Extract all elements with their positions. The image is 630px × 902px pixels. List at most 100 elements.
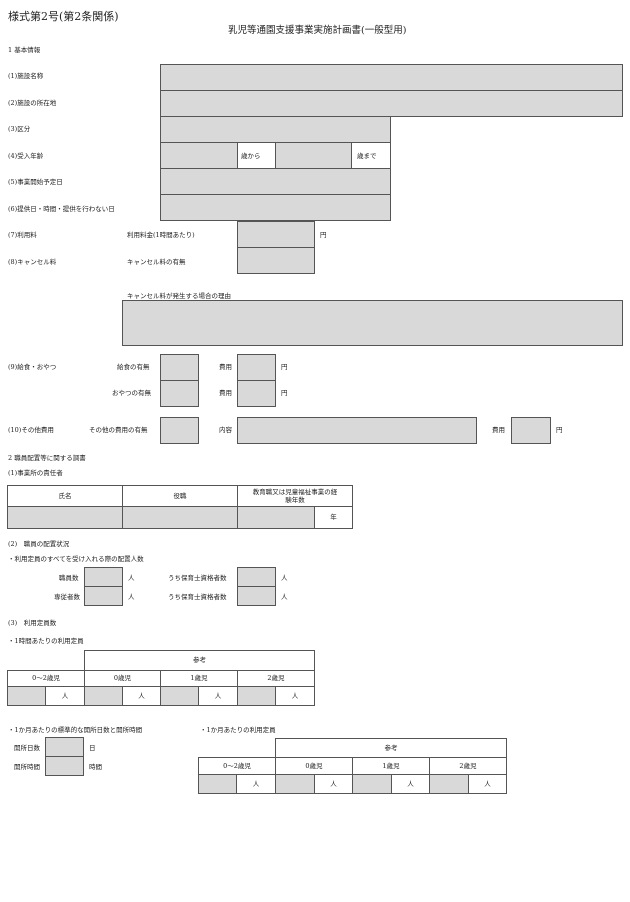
start-date-label: (5)事業開始予定日 [8, 178, 63, 186]
per-month-age-0-2-unit: 人 [236, 774, 276, 794]
snack-cost-label: 費用 [219, 389, 232, 397]
per-month-age-2-unit: 人 [468, 774, 507, 794]
per-month-age-2-field[interactable] [429, 774, 469, 794]
per-month-age-1-header: 1歳児 [352, 757, 430, 775]
meal-label: (9)給食・おやつ [8, 363, 57, 371]
other-content-label: 内容 [219, 426, 232, 434]
monthly-days-heading: ・1か月あたりの標準的な開所日数と開所時間 [8, 726, 143, 734]
manager-years-unit: 年 [314, 506, 353, 529]
age-from-unit-cell [237, 142, 276, 169]
per-month-age-0-field[interactable] [275, 774, 315, 794]
per-hour-age-1-header: 1歳児 [160, 670, 238, 687]
open-hours-unit: 時間 [89, 763, 102, 771]
staff-count-label: 職員数 [59, 574, 79, 582]
snack-cost-field[interactable] [237, 380, 276, 407]
meal-cost-label: 費用 [219, 363, 232, 371]
fee-unit: 円 [320, 231, 327, 239]
other-cost-label: (10)その他費用 [8, 426, 54, 434]
per-month-age-0-2-field[interactable] [198, 774, 237, 794]
meal-cost-field[interactable] [237, 354, 276, 381]
per-month-age-0-2-header: 0〜2歳児 [198, 757, 276, 775]
age-from-field[interactable] [160, 142, 238, 169]
per-hour-age-2-unit: 人 [275, 686, 315, 706]
per-month-age-0-unit: 人 [314, 774, 353, 794]
meal-presence-field[interactable] [160, 354, 199, 381]
age-from-unit: 歳から [241, 152, 261, 160]
per-hour-age-0-2-field[interactable] [7, 686, 46, 706]
snack-presence-field[interactable] [160, 380, 199, 407]
cancel-fee-field[interactable] [237, 247, 315, 274]
other-cost-unit: 円 [556, 426, 563, 434]
open-days-field[interactable] [45, 737, 84, 757]
worker-nurse-label: うち保育士資格者数 [168, 593, 227, 601]
manager-heading: (1)事業所の責任者 [8, 469, 63, 477]
section-2-heading: 2 職員配置等に関する調書 [8, 454, 86, 462]
snack-cost-unit: 円 [281, 389, 288, 397]
facility-address-label: (2)施設の所在地 [8, 99, 57, 107]
per-month-age-2-header: 2歳児 [429, 757, 507, 775]
facility-name-field[interactable] [160, 64, 623, 91]
manager-role-header: 役職 [122, 485, 238, 507]
per-hour-heading: ・1時間あたりの利用定員 [8, 637, 84, 645]
other-cost-presence-label: その他の費用の有無 [89, 426, 148, 434]
per-hour-age-0-field[interactable] [84, 686, 123, 706]
other-content-field[interactable] [237, 417, 477, 444]
staffing-note: ・利用定員のすべてを受け入れる際の配置人数 [8, 555, 144, 563]
per-hour-reference-header: 参考 [84, 650, 315, 671]
category-label: (3)区分 [8, 125, 31, 133]
start-date-field[interactable] [160, 168, 391, 195]
per-hour-age-2-header: 2歳児 [237, 670, 315, 687]
per-hour-age-2-field[interactable] [237, 686, 276, 706]
staff-nurse-unit: 人 [281, 574, 288, 582]
staff-count-unit: 人 [128, 574, 135, 582]
form-number: 様式第2号(第2条関係) [8, 10, 119, 23]
open-days-label: 開所日数 [14, 744, 40, 752]
cancel-fee-label: (8)キャンセル料 [8, 258, 57, 266]
staff-nurse-label: うち保育士資格者数 [168, 574, 227, 582]
fee-field[interactable] [237, 221, 315, 248]
fee-per-hour-label: 利用料金(1時間あたり) [127, 231, 195, 239]
per-month-age-1-field[interactable] [352, 774, 392, 794]
facility-name-label: (1)施設名称 [8, 72, 44, 80]
manager-name-header: 氏名 [7, 485, 123, 507]
per-month-reference-header: 参考 [275, 738, 507, 758]
manager-experience-header: 教育職又は児童福祉事業の経験年数 [237, 485, 353, 507]
manager-role-field[interactable] [122, 506, 238, 529]
age-to-unit: 歳まで [357, 152, 377, 160]
cancel-reason-field[interactable] [122, 300, 623, 346]
worker-count-field[interactable] [84, 586, 123, 606]
staff-count-field[interactable] [84, 567, 123, 587]
worker-nurse-field[interactable] [237, 586, 276, 606]
worker-count-unit: 人 [128, 593, 135, 601]
facility-address-field[interactable] [160, 90, 623, 117]
cancel-reason-label: キャンセル料が発生する場合の理由 [127, 292, 231, 300]
per-hour-age-1-field[interactable] [160, 686, 199, 706]
age-label: (4)受入年齢 [8, 152, 44, 160]
open-hours-field[interactable] [45, 756, 84, 776]
meal-presence-label: 給食の有無 [117, 363, 150, 371]
per-hour-age-0-unit: 人 [122, 686, 161, 706]
open-days-unit: 日 [89, 744, 96, 752]
manager-experience-field[interactable] [237, 506, 315, 529]
other-cost-amount-label: 費用 [492, 426, 505, 434]
age-to-unit-cell [351, 142, 391, 169]
staffing-heading: (2) 職員の配置状況 [8, 540, 70, 548]
age-to-field[interactable] [275, 142, 352, 169]
off-days-label: (6)提供日・時間・提供を行わない日 [8, 205, 115, 213]
fee-label: (7)利用料 [8, 231, 37, 239]
manager-name-field[interactable] [7, 506, 123, 529]
category-field[interactable] [160, 116, 391, 143]
page-title: 乳児等通園支援事業実施計画書(一般型用) [228, 25, 407, 36]
capacity-heading: (3) 利用定員数 [8, 619, 57, 627]
other-cost-presence-field[interactable] [160, 417, 199, 444]
per-hour-age-0-2-unit: 人 [45, 686, 85, 706]
cancel-fee-presence-label: キャンセル料の有無 [127, 258, 186, 266]
open-hours-label: 開所時間 [14, 763, 40, 771]
per-hour-age-0-header: 0歳児 [84, 670, 161, 687]
staff-nurse-field[interactable] [237, 567, 276, 587]
per-hour-age-1-unit: 人 [198, 686, 238, 706]
per-hour-age-0-2-header: 0〜2歳児 [7, 670, 85, 687]
off-days-field[interactable] [160, 194, 391, 221]
other-cost-amount-field[interactable] [511, 417, 551, 444]
per-month-age-0-header: 0歳児 [275, 757, 353, 775]
